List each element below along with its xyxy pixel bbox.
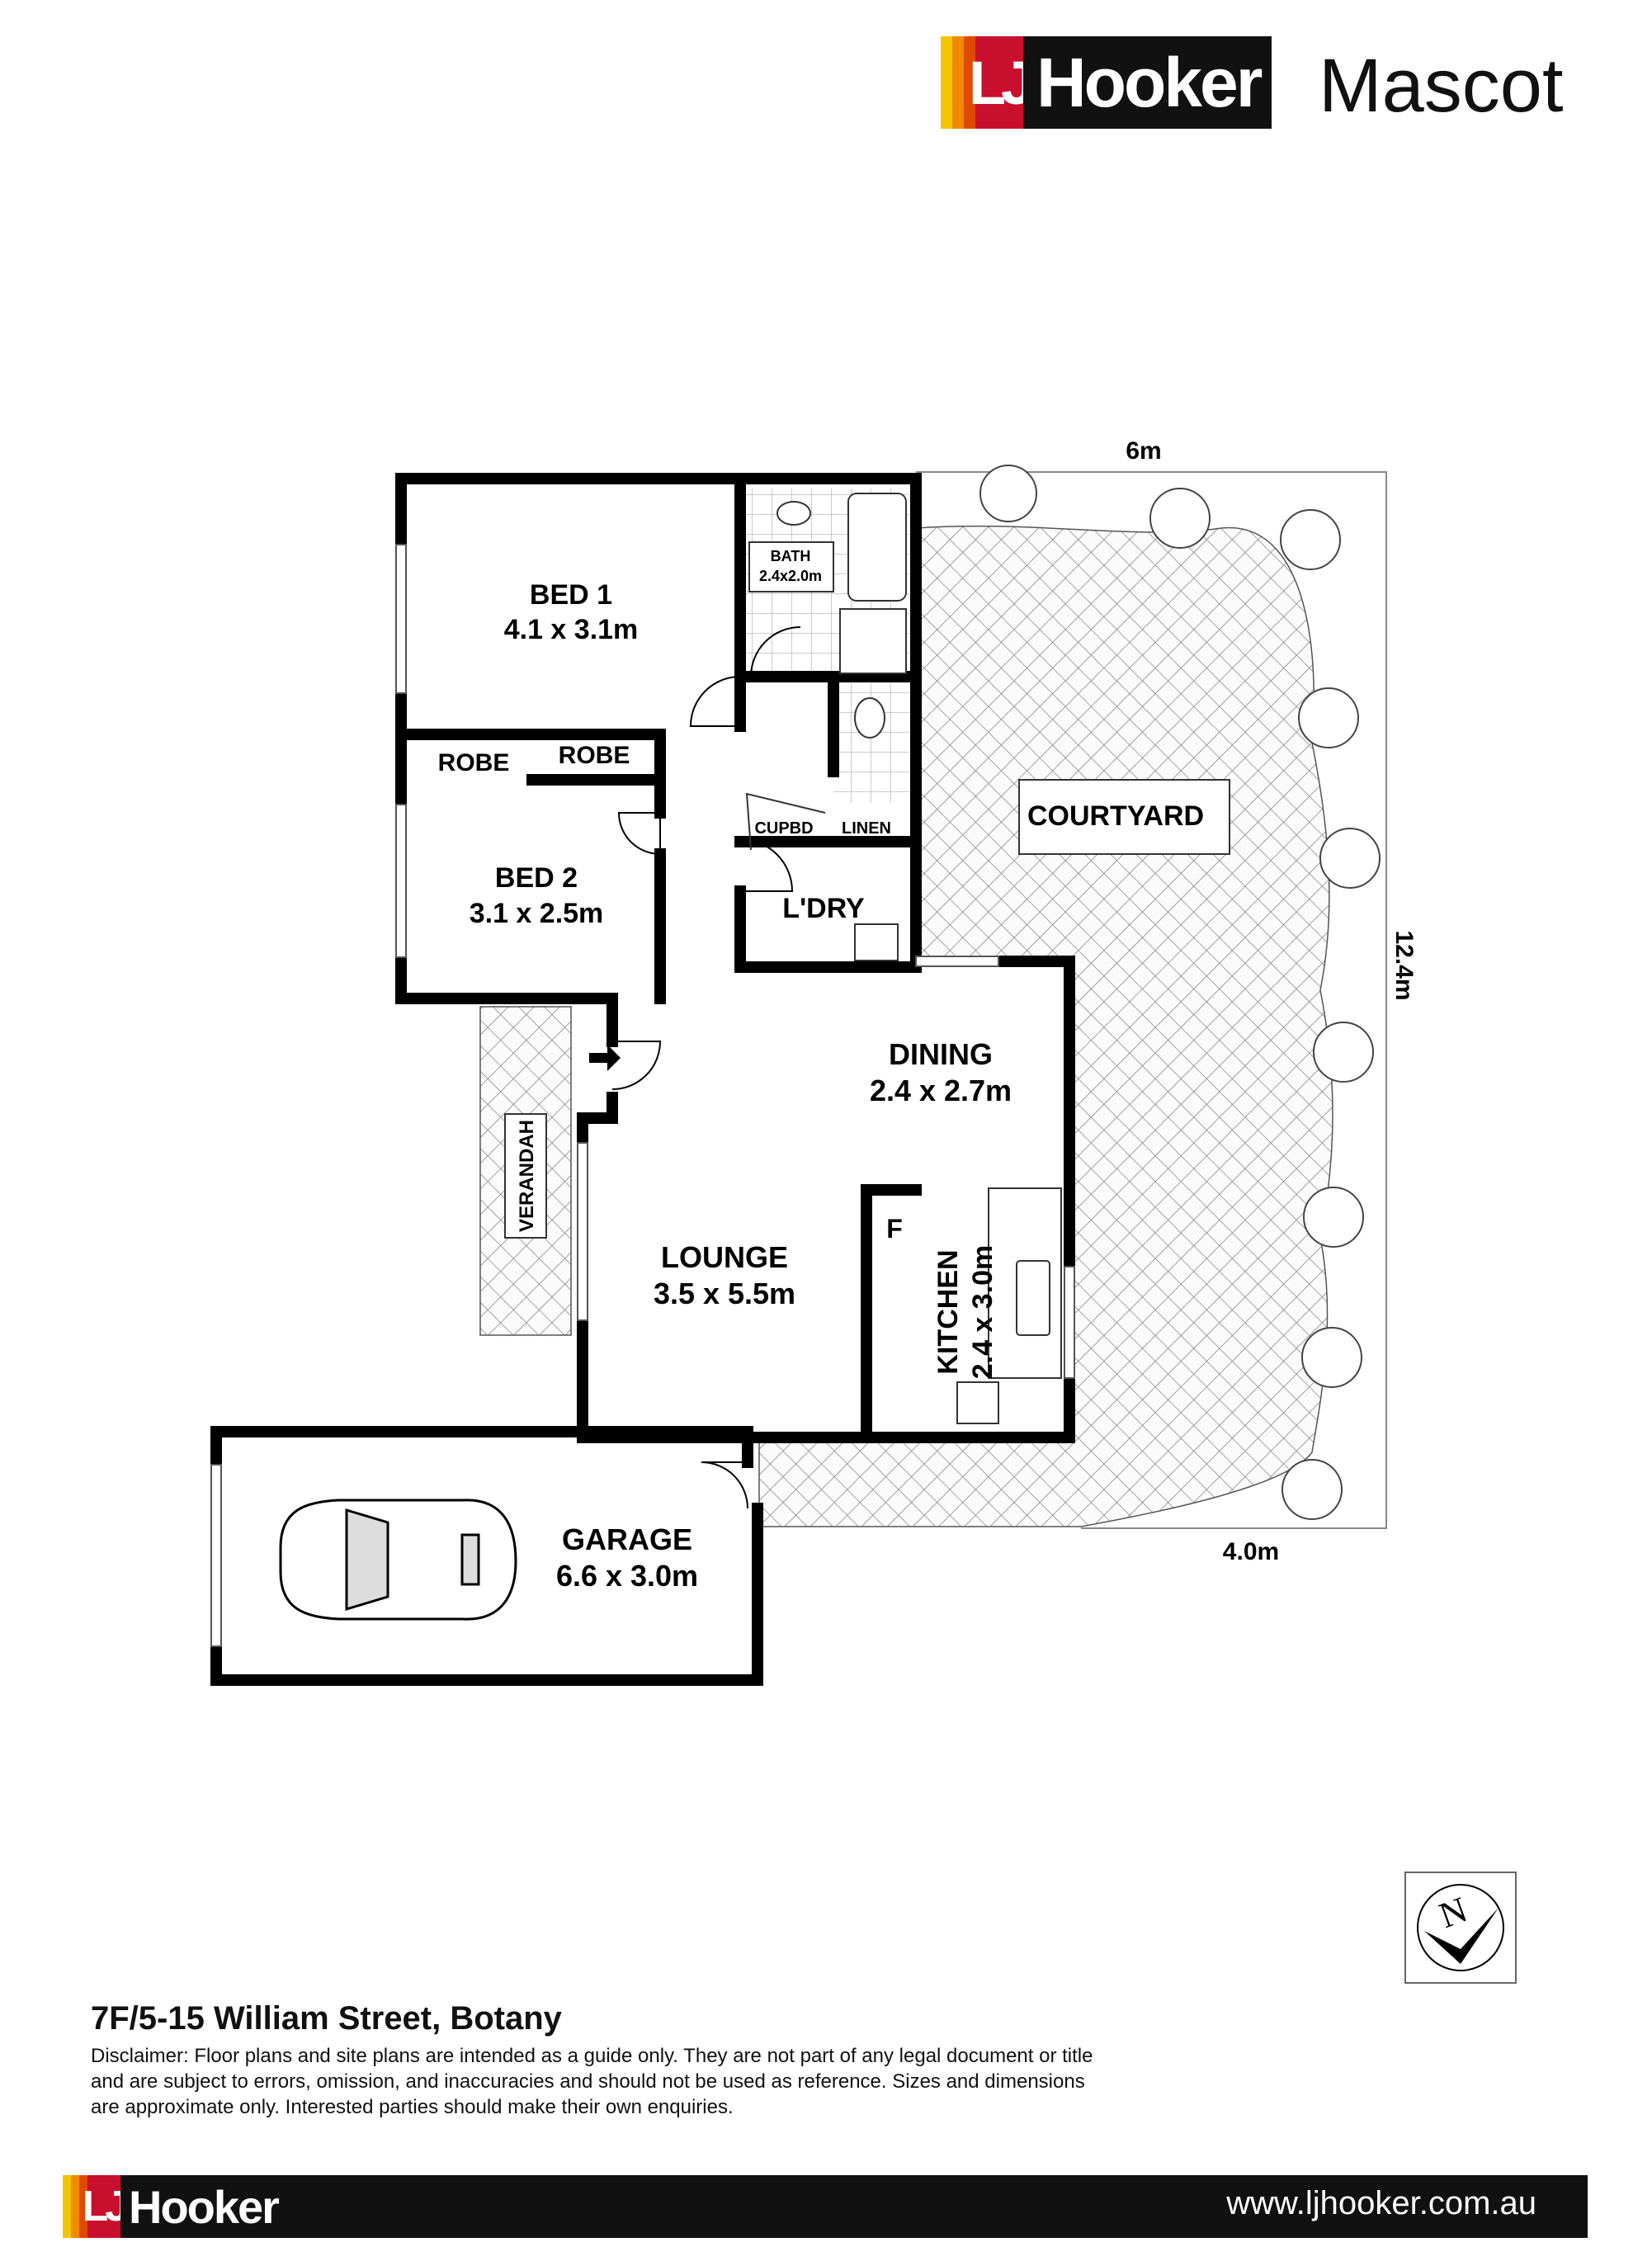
basin	[776, 501, 811, 526]
kitchen-name: KITCHEN	[932, 1249, 964, 1374]
bed2-size: 3.1 x 2.5m	[470, 898, 604, 929]
fixtures	[504, 493, 1230, 1424]
windows	[210, 544, 1075, 1647]
bed1-door	[689, 676, 741, 727]
kitchen-size: 2.4 x 3.0m	[967, 1245, 998, 1380]
bath-name: BATH	[771, 548, 811, 564]
shrub-icon	[1281, 1459, 1343, 1520]
shrub-icon	[1301, 1327, 1362, 1388]
courtyard-paving	[758, 525, 1333, 1527]
courtyard-label: COURTYARD	[1027, 800, 1204, 832]
dining-east-wall	[993, 956, 1075, 1272]
bathtub	[847, 493, 907, 602]
doors	[611, 626, 801, 1509]
dimension-top: 6m	[1126, 437, 1161, 465]
courtyard-boundary	[916, 471, 1387, 1529]
footer-logo-lj: LJ	[83, 2175, 129, 2238]
shower	[839, 608, 907, 674]
lounge-size: 3.5 x 5.5m	[654, 1277, 795, 1310]
bed1-name: BED 1	[530, 579, 612, 611]
robe-label-1: ROBE	[438, 749, 510, 776]
footer-logo-name: Hooker	[120, 2175, 286, 2238]
dining-size: 2.4 x 2.7m	[870, 1074, 1012, 1107]
bedroom-wing-outer-wall	[395, 473, 922, 967]
property-address: 7F/5-15 William Street, Botany	[91, 2000, 562, 2037]
robe-label-2: ROBE	[559, 742, 630, 769]
entry-door	[611, 1041, 662, 1090]
website-link[interactable]: www.ljhooker.com.au	[1226, 2185, 1536, 2221]
kitchen-west-wall	[861, 1184, 922, 1443]
entry-arrow-icon	[589, 1045, 621, 1071]
garage-name: GARAGE	[562, 1522, 692, 1556]
car-icon	[279, 1499, 517, 1621]
bed2-name: BED 2	[495, 862, 578, 894]
bath-size: 2.4x2.0m	[759, 568, 822, 584]
shrub-icon	[979, 465, 1037, 522]
dimension-bottom: 4.0m	[1223, 1538, 1279, 1565]
compass-label: N	[1434, 1889, 1473, 1936]
logo-stripes	[941, 36, 975, 129]
kitchen-east-wall	[861, 1372, 1075, 1443]
lounge-window	[577, 1142, 588, 1321]
garage-window	[210, 1464, 222, 1647]
shrub-icon	[1149, 488, 1211, 549]
toilet-icon	[854, 697, 885, 739]
room-labels: BED 1 4.1 x 3.1m BATH 2.4x2.0m ROBE ROBE…	[438, 437, 1418, 1593]
shrub-icon	[1298, 687, 1359, 748]
bed2-door	[617, 812, 661, 856]
cupboard-shelf	[745, 792, 826, 851]
linen-label: LINEN	[842, 819, 891, 838]
shrub-icon	[1303, 1187, 1364, 1248]
disclaimer-text: Disclaimer: Floor plans and site plans a…	[91, 2045, 1093, 2118]
footer-bar	[63, 2175, 1588, 2238]
bath-label-box	[748, 541, 834, 592]
logo-name: Hooker	[1023, 36, 1272, 129]
bath-door	[750, 626, 801, 677]
kitchen-window	[1064, 1266, 1075, 1379]
footer-logo-stripes	[63, 2175, 87, 2238]
cooktop-icon	[956, 1381, 999, 1424]
bedroom-wing-west-wall	[395, 545, 618, 1004]
garage-door	[701, 1461, 748, 1509]
courtyard-label-box	[1018, 779, 1230, 855]
shrubs	[979, 465, 1381, 1520]
verandah-label: VERANDAH	[516, 1120, 538, 1232]
north-compass-icon: N	[1404, 1872, 1517, 1984]
cupbd-label: CUPBD	[754, 819, 813, 838]
brand-logo: LJ Hooker	[941, 36, 1272, 129]
laundry-tub	[854, 923, 899, 961]
shrub-icon	[1313, 1022, 1374, 1083]
bed1-size: 4.1 x 3.1m	[504, 614, 639, 645]
office-name: Mascot	[1319, 44, 1564, 128]
bed2-window	[395, 804, 407, 958]
garage-size: 6.6 x 3.0m	[556, 1559, 698, 1593]
dining-window	[915, 956, 999, 967]
fridge-label: F	[886, 1214, 903, 1244]
dining-name: DINING	[889, 1037, 993, 1071]
dimension-right: 12.4m	[1390, 930, 1418, 1000]
shrub-icon	[1319, 828, 1381, 889]
footer-logo: LJ Hooker	[63, 2175, 286, 2238]
shrub-icon	[1280, 509, 1341, 570]
garage-wall	[210, 1426, 753, 1468]
verandah-label-box	[504, 1113, 547, 1239]
lounge-name: LOUNGE	[661, 1240, 788, 1274]
sink-icon	[1016, 1260, 1050, 1336]
laundry-label: L'DRY	[782, 893, 865, 924]
bed1-window	[395, 544, 407, 694]
